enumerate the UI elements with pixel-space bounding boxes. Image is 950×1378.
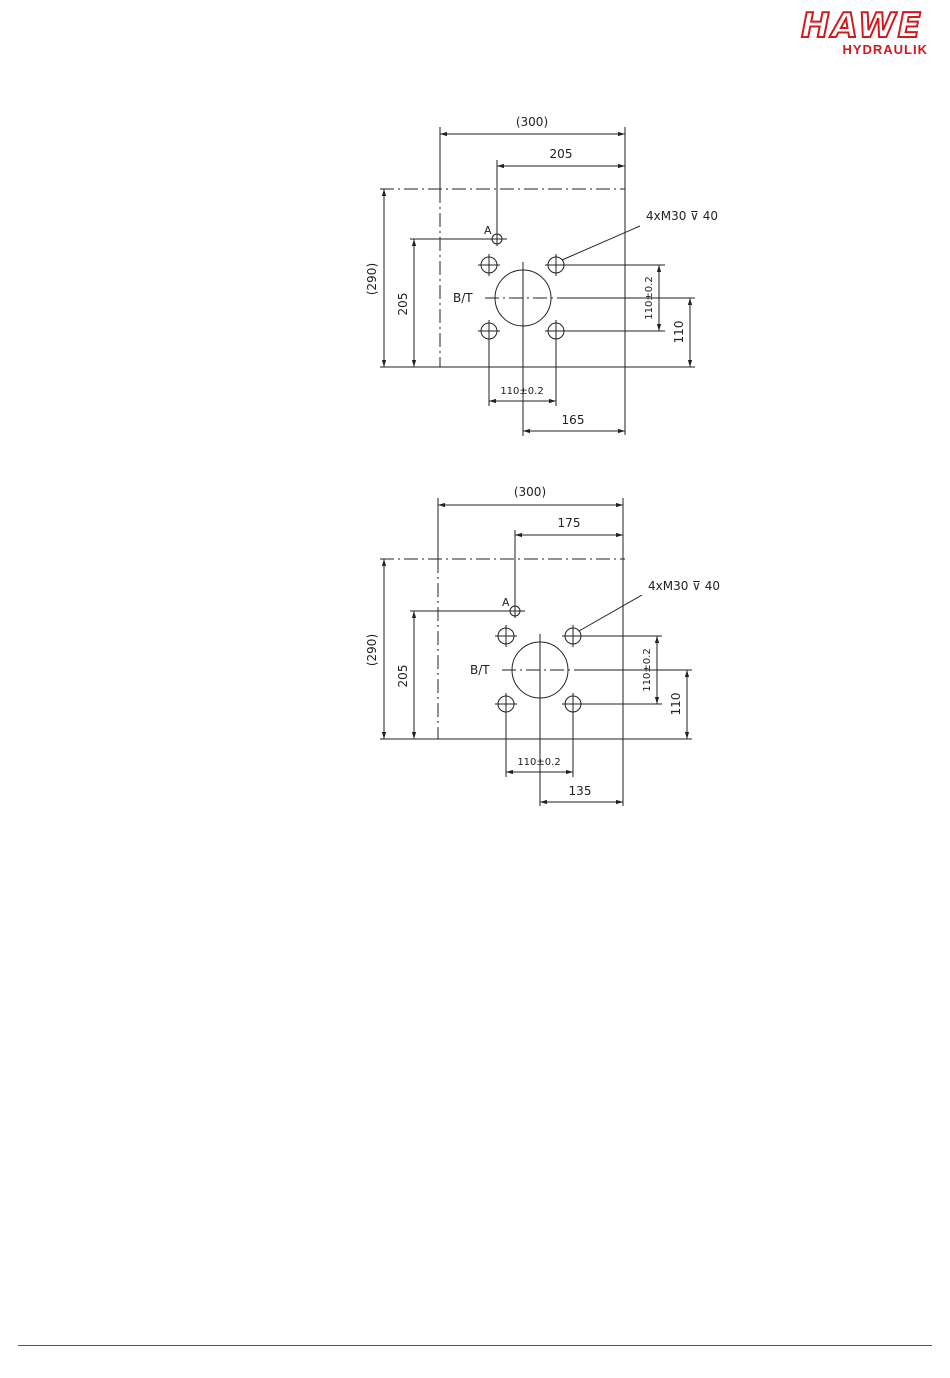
dim-height-1: (290) [365,263,379,295]
dim-a-height-2: 205 [396,665,410,688]
plate-outline-1 [380,189,625,367]
dim-bolt-h-2: 110±0.2 [517,757,560,768]
label-a-2: A [502,596,510,609]
dim-offset-2: 175 [558,516,581,530]
thread-callout-1: 4xM30 ⊽ 40 [646,209,718,223]
dim-center-v-2: 110 [669,693,683,716]
plate-outline-2 [380,559,625,739]
dim-center-h-1: 165 [562,413,585,427]
footer-rule [18,1345,932,1346]
dim-bolt-h-1: 110±0.2 [500,386,543,397]
label-bt-1: B/T [453,291,473,305]
label-a-1: A [484,224,492,237]
main-bore-bt-2 [502,634,578,706]
dim-height-2: (290) [365,634,379,666]
dim-center-h-2: 135 [569,784,592,798]
dim-width-2: (300) [514,485,546,499]
label-bt-2: B/T [470,663,490,677]
dim-bolt-v-2: 110±0.2 [642,648,653,691]
dim-center-v-1: 110 [672,321,686,344]
dim-a-height-1: 205 [396,293,410,316]
main-bore-bt-1 [485,262,561,334]
dim-offset-1: 205 [550,147,573,161]
port-a-1 [490,232,504,246]
thread-callout-2: 4xM30 ⊽ 40 [648,579,720,593]
drawing-2: (300) 175 (290) 205 A B/T 4xM30 ⊽ 40 110… [365,485,720,806]
dim-width-1: (300) [516,115,548,129]
port-a-2 [508,604,522,618]
dim-bolt-v-1: 110±0.2 [644,276,655,319]
drawing-1: (300) 205 (290) 205 A B/T 4xM30 ⊽ 40 110… [365,115,718,436]
